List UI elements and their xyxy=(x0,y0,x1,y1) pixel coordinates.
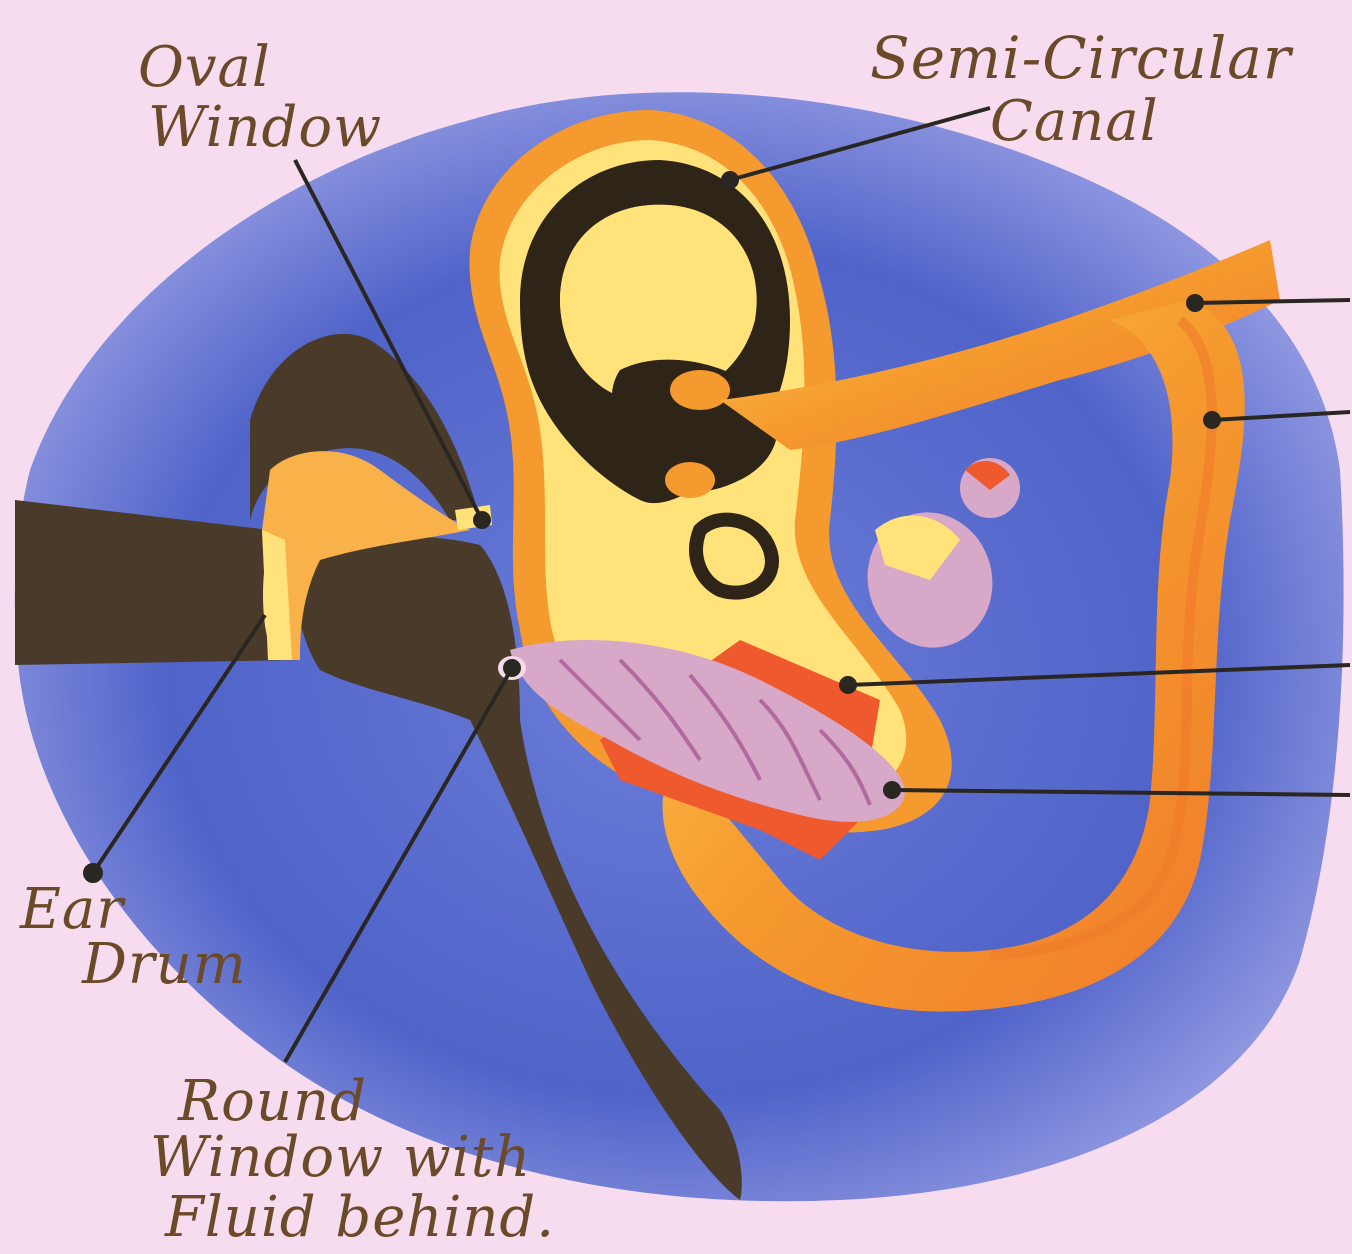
label-semicircular-canal-line1: Semi-Circular xyxy=(870,28,1292,88)
pointer-round-window-dot xyxy=(505,661,519,675)
label-ear-drum-line1: Ear xyxy=(20,880,124,940)
saccule xyxy=(665,462,715,498)
pointer-unlabeled-3-dot xyxy=(841,678,855,692)
label-round-window-line3: Fluid behind. xyxy=(165,1188,555,1248)
tympanic-ring xyxy=(263,540,287,650)
label-round-window-line1: Round xyxy=(178,1072,367,1132)
pointer-oval-window-dot xyxy=(475,513,489,527)
label-ear-drum-line2: Drum xyxy=(82,935,247,995)
pointer-semicircular-canal-dot xyxy=(723,173,737,187)
label-oval-window-line2: Window xyxy=(148,98,382,158)
label-oval-window-line1: Oval xyxy=(138,38,271,98)
label-semicircular-canal-line2: Canal xyxy=(990,92,1159,152)
pointer-unlabeled-4-dot xyxy=(885,783,899,797)
pointer-unlabeled-1-dot xyxy=(1188,296,1202,310)
pointer-unlabeled-2-dot xyxy=(1205,413,1219,427)
utricle xyxy=(670,370,730,410)
label-round-window-line2: Window with xyxy=(150,1128,531,1188)
